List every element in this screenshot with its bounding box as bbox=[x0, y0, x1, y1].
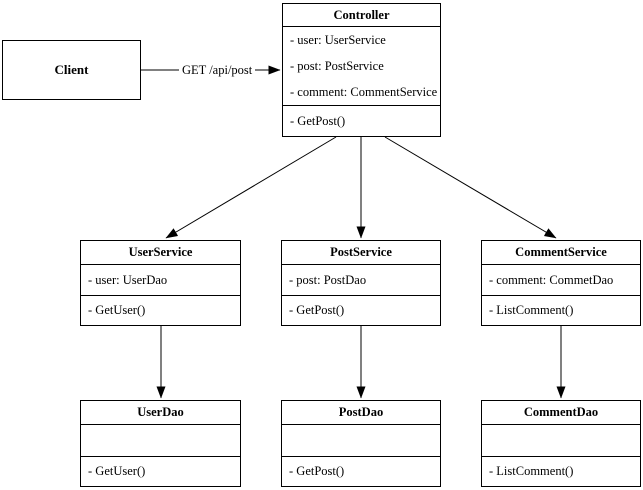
class-commentservice-attributes: - comment: CommetDao bbox=[482, 264, 640, 294]
class-commentservice-methods: - ListComment() bbox=[482, 294, 640, 325]
class-userdao-attributes-empty bbox=[81, 424, 240, 455]
method-row: - GetUser() bbox=[88, 464, 146, 479]
method-row: - GetPost() bbox=[289, 303, 345, 318]
class-controller-title: Controller bbox=[333, 7, 390, 22]
class-controller-methods: - GetPost() bbox=[283, 105, 440, 136]
class-userservice-methods: - GetUser() bbox=[81, 294, 240, 325]
attribute-row: - post: PostDao bbox=[289, 272, 367, 287]
attribute-row: - comment: CommetDao bbox=[489, 272, 614, 287]
attribute-row: - user: UserService bbox=[290, 32, 386, 47]
class-postservice: PostService - post: PostDao - GetPost() bbox=[281, 240, 441, 326]
edge-label-get-api-post: GET /api/post bbox=[179, 62, 256, 78]
class-postservice-title: PostService bbox=[330, 245, 392, 260]
method-row: - ListComment() bbox=[489, 303, 574, 318]
class-commentdao-methods: - ListComment() bbox=[482, 455, 640, 486]
class-commentservice: CommentService - comment: CommetDao - Li… bbox=[481, 240, 641, 326]
class-postdao-methods: - GetPost() bbox=[282, 455, 440, 486]
attribute-row: - comment: CommentService bbox=[290, 85, 438, 100]
class-userservice-title: UserService bbox=[128, 245, 193, 260]
class-controller: Controller - user: UserService - post: P… bbox=[282, 3, 441, 137]
attribute-row: - post: PostService bbox=[290, 58, 384, 73]
attribute-row: - user: UserDao bbox=[88, 272, 168, 287]
class-userdao-title: UserDao bbox=[137, 405, 184, 420]
class-client: Client bbox=[2, 40, 141, 100]
method-row: - GetPost() bbox=[290, 113, 346, 128]
method-row: - GetUser() bbox=[88, 303, 146, 318]
class-userdao: UserDao - GetUser() bbox=[80, 400, 241, 487]
class-commentdao: CommentDao - ListComment() bbox=[481, 400, 641, 487]
class-client-title: Client bbox=[54, 62, 89, 77]
class-commentservice-title: CommentService bbox=[515, 245, 607, 260]
method-row: - GetPost() bbox=[289, 464, 345, 479]
arrow-controller-to-commentservice bbox=[384, 136, 557, 239]
class-postservice-methods: - GetPost() bbox=[282, 294, 440, 325]
class-postdao-attributes-empty bbox=[282, 424, 440, 455]
class-userdao-methods: - GetUser() bbox=[81, 455, 240, 486]
arrow-controller-to-userservice bbox=[165, 136, 337, 239]
class-postdao: PostDao - GetPost() bbox=[281, 400, 441, 487]
class-commentdao-title: CommentDao bbox=[523, 405, 599, 420]
class-postservice-attributes: - post: PostDao bbox=[282, 264, 440, 294]
class-controller-attributes: - user: UserService - post: PostService … bbox=[283, 25, 440, 106]
class-commentdao-attributes-empty bbox=[482, 424, 640, 455]
class-postdao-title: PostDao bbox=[338, 405, 384, 420]
class-userservice-attributes: - user: UserDao bbox=[81, 264, 240, 294]
method-row: - ListComment() bbox=[489, 464, 574, 479]
class-userservice: UserService - user: UserDao - GetUser() bbox=[80, 240, 241, 326]
